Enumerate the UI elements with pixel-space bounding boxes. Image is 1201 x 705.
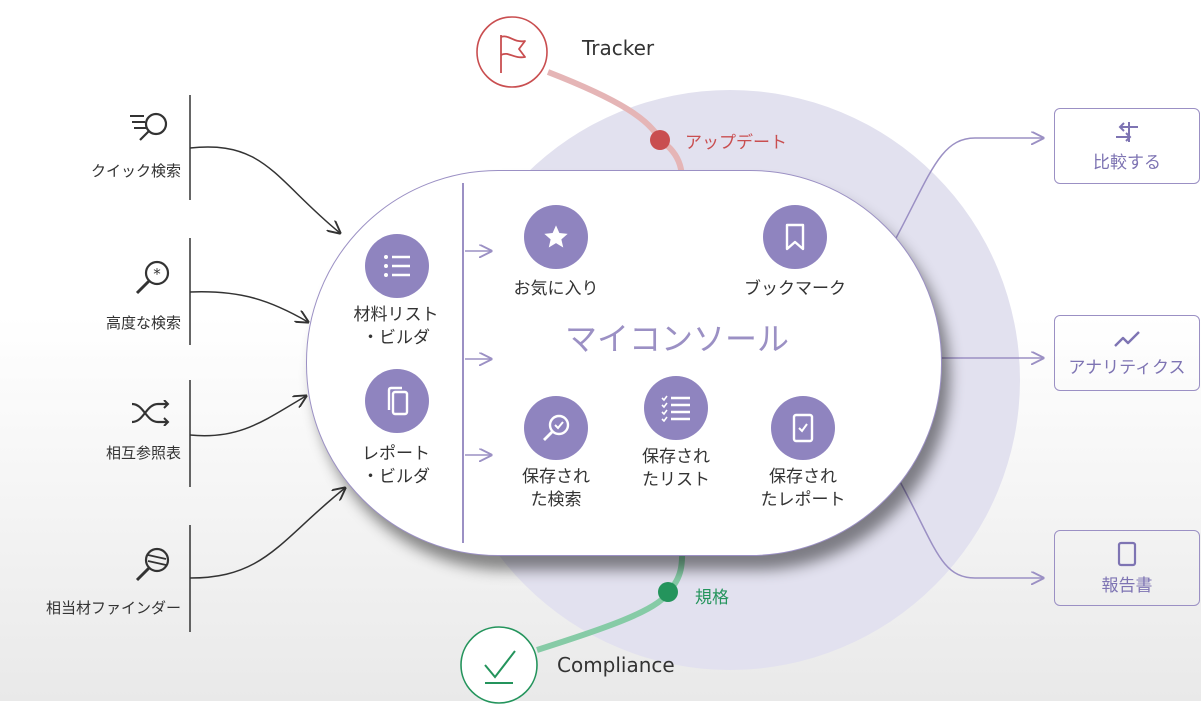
saved-searches-icon[interactable] [524, 396, 588, 460]
my-console-panel: 材料リスト ・ビルダ レポート ・ビルダ マイコンソール お気に入り ブックマー… [306, 170, 942, 556]
connector-compare [894, 138, 1043, 241]
tracker-dot [650, 130, 670, 150]
compare-box[interactable]: 比較する [1054, 108, 1200, 184]
report-label: 報告書 [1101, 575, 1153, 596]
connector-report [897, 477, 1043, 578]
equivalent-finder-icon[interactable] [133, 545, 173, 585]
tracker-action-label: アップデート [685, 133, 787, 153]
saved-lists-line2: たリスト [642, 469, 710, 490]
console-title: マイコンソール [565, 320, 790, 358]
material-list-builder-label[interactable]: 材料リスト ・ビルダ [331, 304, 461, 350]
report-builder-line1: レポート [362, 444, 430, 464]
bookmarks-icon[interactable] [763, 205, 827, 269]
advanced-search-label[interactable]: 高度な検索 [105, 314, 181, 332]
compare-label: 比較する [1093, 152, 1161, 173]
report-builder-icon[interactable] [365, 369, 429, 433]
connector-equivalent-finder [189, 488, 345, 579]
connector-quick-search [189, 146, 340, 233]
connector-advanced-search [189, 291, 308, 322]
cross-reference-label[interactable]: 相互参照表 [105, 444, 181, 462]
bookmarks-label[interactable]: ブックマーク [727, 278, 863, 301]
saved-lists-label[interactable]: 保存され たリスト [616, 446, 736, 492]
material-list-builder-icon[interactable] [365, 234, 429, 298]
compliance-check-icon[interactable] [459, 625, 539, 705]
compliance-name[interactable]: Compliance [557, 653, 675, 677]
saved-reports-label[interactable]: 保存され たレポート [733, 466, 873, 512]
trend-icon [1114, 330, 1140, 347]
saved-lists-icon[interactable] [644, 376, 708, 440]
favorites-icon[interactable] [524, 205, 588, 269]
saved-searches-line1: 保存され [522, 467, 590, 487]
compare-arrows-icon [1116, 121, 1138, 142]
connector-cross-reference [189, 396, 306, 437]
tracker-name[interactable]: Tracker [582, 36, 655, 60]
material-list-builder-line1: 材料リスト [353, 305, 439, 325]
saved-searches-label[interactable]: 保存され た検索 [496, 466, 616, 512]
bookmarks-line1: ブックマーク [744, 279, 846, 299]
analytics-box[interactable]: アナリティクス [1054, 315, 1200, 391]
svg-text:*: * [153, 265, 161, 283]
quick-search-label[interactable]: クイック検索 [90, 162, 181, 180]
material-list-builder-line2: ・ビルダ [362, 327, 430, 348]
document-icon [1117, 541, 1137, 566]
tracker-flag-icon[interactable] [475, 15, 549, 89]
saved-searches-line2: た検索 [530, 489, 582, 510]
console-inner-lines [462, 183, 941, 543]
report-box[interactable]: 報告書 [1054, 530, 1200, 606]
quick-search-icon[interactable] [128, 108, 172, 144]
analytics-label: アナリティクス [1068, 357, 1186, 378]
saved-reports-line1: 保存され [769, 467, 837, 487]
saved-reports-line2: たレポート [760, 489, 846, 510]
cross-reference-icon[interactable] [130, 400, 172, 426]
report-builder-line2: ・ビルダ [362, 466, 430, 487]
favorites-line1: お気に入り [513, 279, 599, 299]
favorites-label[interactable]: お気に入り [496, 278, 616, 301]
compliance-dot [658, 582, 678, 602]
equivalent-finder-label[interactable]: 相当材ファインダー [45, 599, 181, 617]
advanced-search-icon[interactable]: * [133, 258, 173, 298]
saved-lists-line1: 保存され [642, 447, 710, 467]
saved-reports-icon[interactable] [771, 396, 835, 460]
compliance-action-label: 規格 [695, 588, 729, 608]
report-builder-label[interactable]: レポート ・ビルダ [331, 443, 461, 489]
